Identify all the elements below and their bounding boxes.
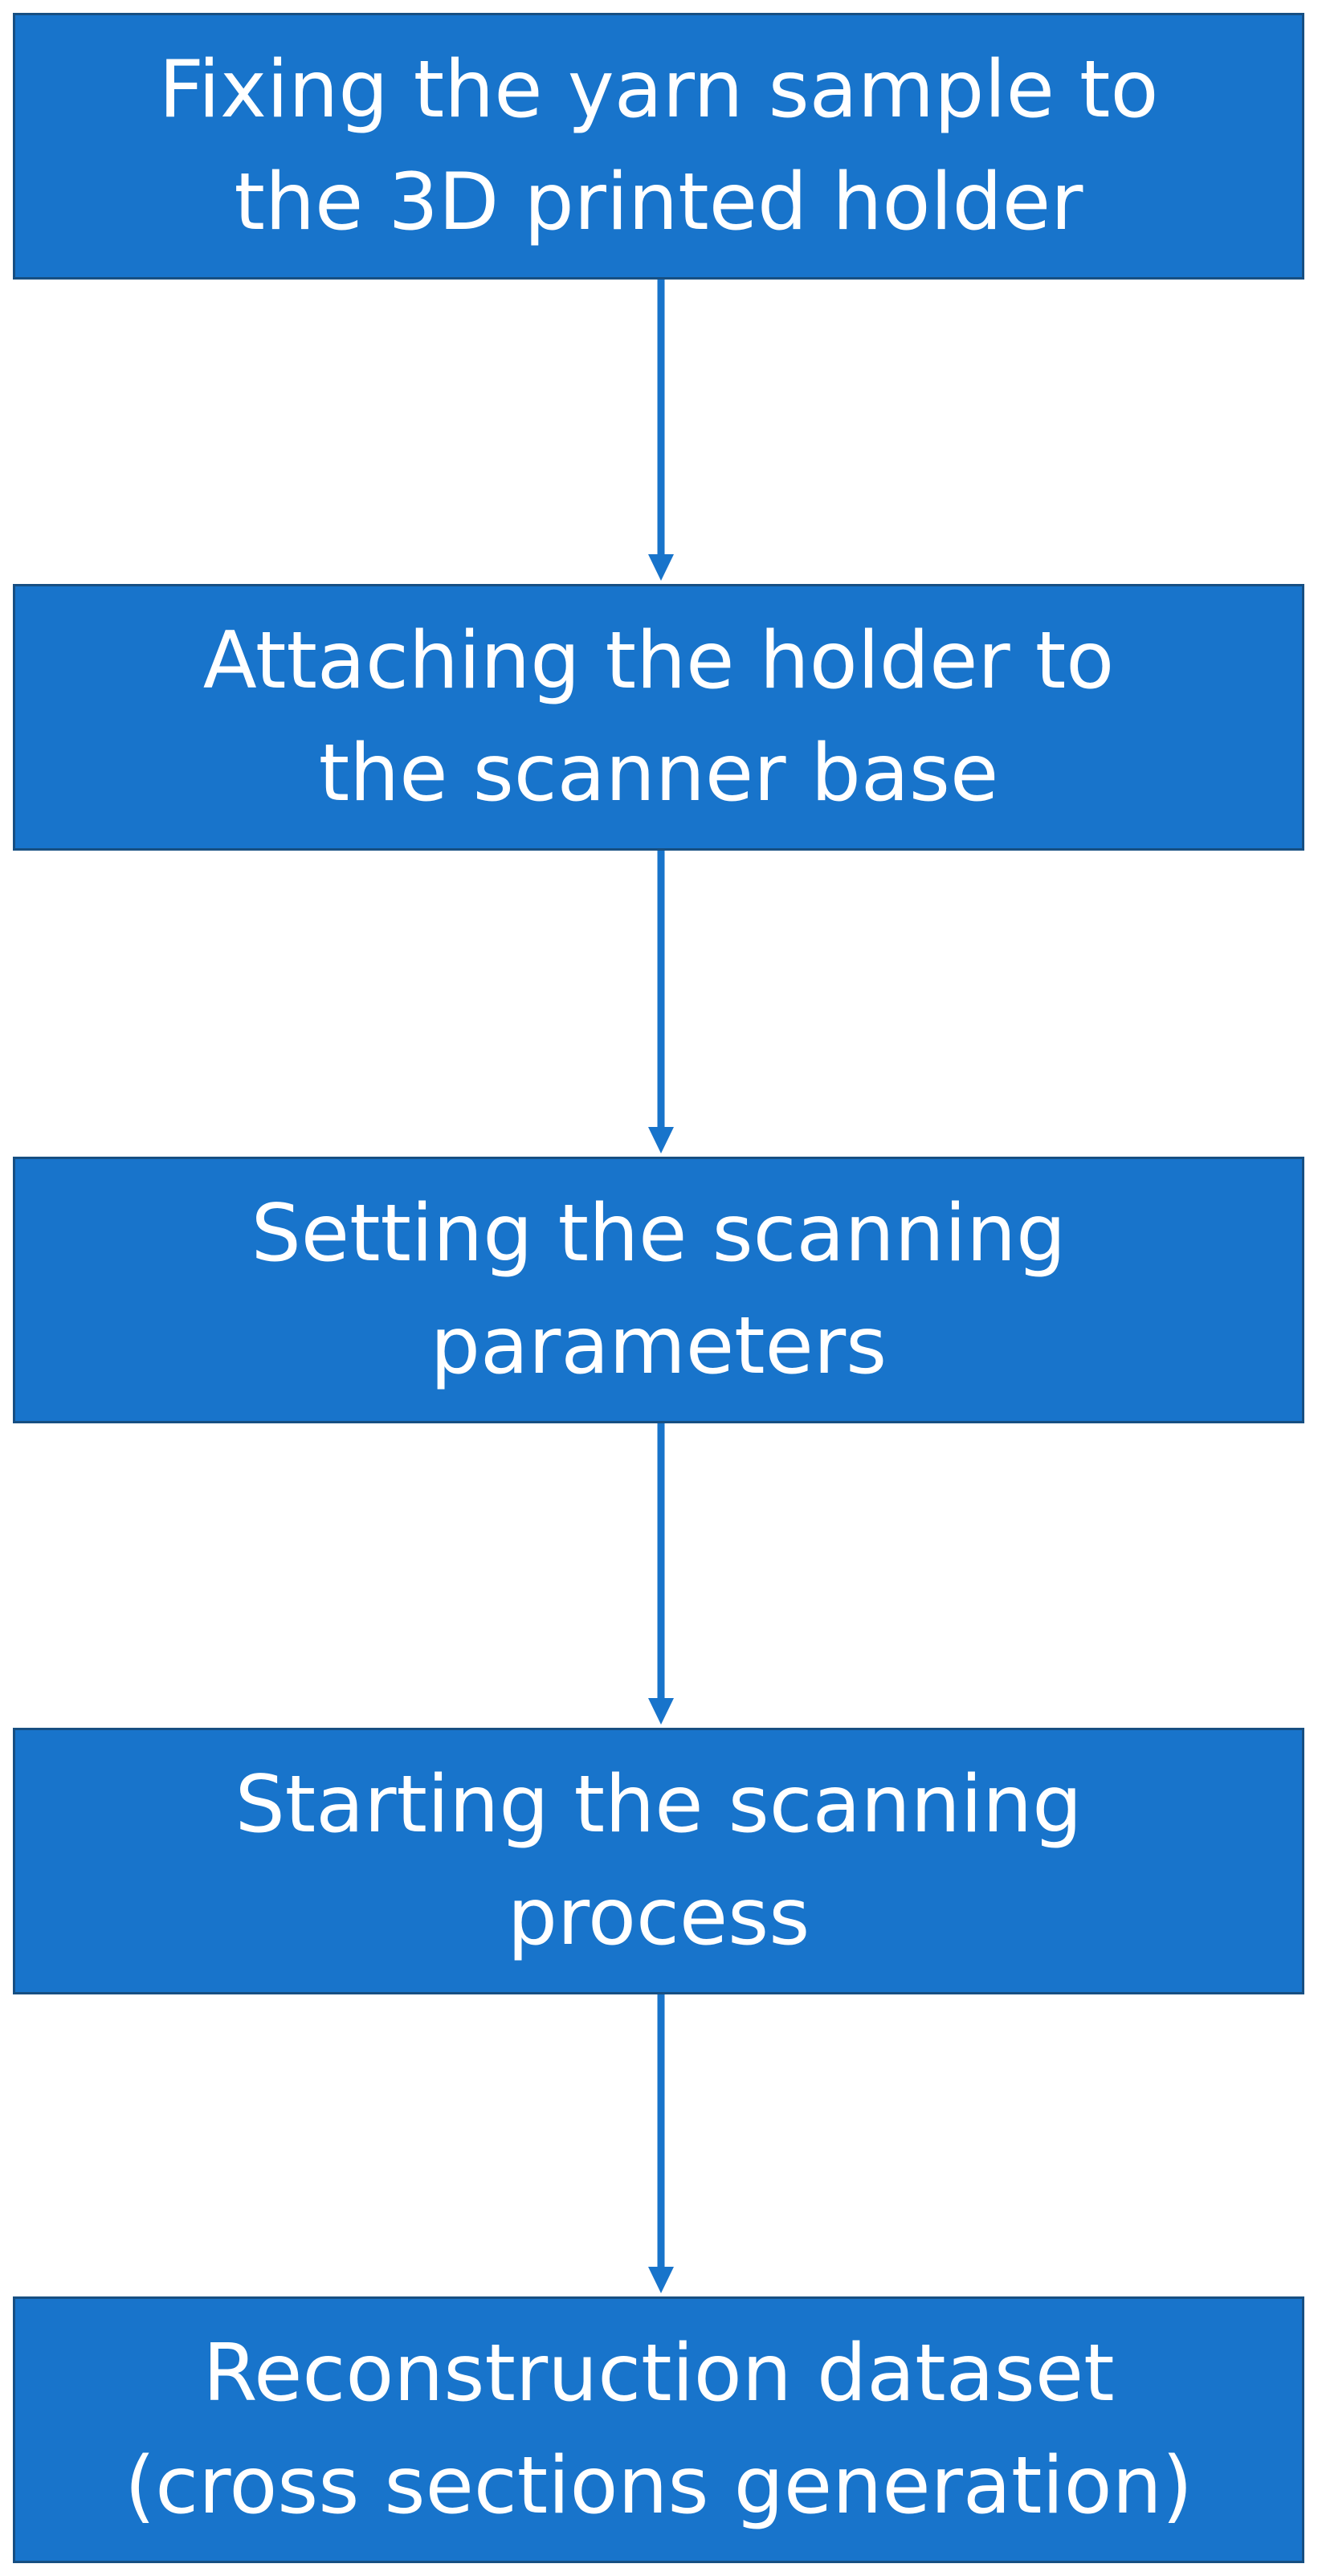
arrow-step-1-to-2 [648, 280, 674, 581]
step-box-fixing-sample: Fixing the yarn sample to the 3D printed… [13, 13, 1304, 280]
step-box-setting-parameters: Setting the scanning parameters [13, 1157, 1304, 1423]
step-box-starting-scan: Starting the scanning process [13, 1728, 1304, 1994]
step-label: Starting the scanning process [235, 1759, 1083, 1963]
step-box-attaching-holder: Attaching the holder to the scanner base [13, 584, 1304, 851]
step-box-reconstruction-dataset: Reconstruction dataset (cross sections g… [13, 2296, 1304, 2563]
step-label: Attaching the holder to the scanner base [202, 615, 1115, 819]
arrow-step-4-to-5 [648, 1994, 674, 2293]
step-label: Setting the scanning parameters [251, 1188, 1067, 1392]
step-label: Fixing the yarn sample to the 3D printed… [158, 44, 1159, 248]
step-label: Reconstruction dataset (cross sections g… [124, 2328, 1193, 2532]
arrow-step-2-to-3 [648, 851, 674, 1153]
arrow-step-3-to-4 [648, 1423, 674, 1725]
